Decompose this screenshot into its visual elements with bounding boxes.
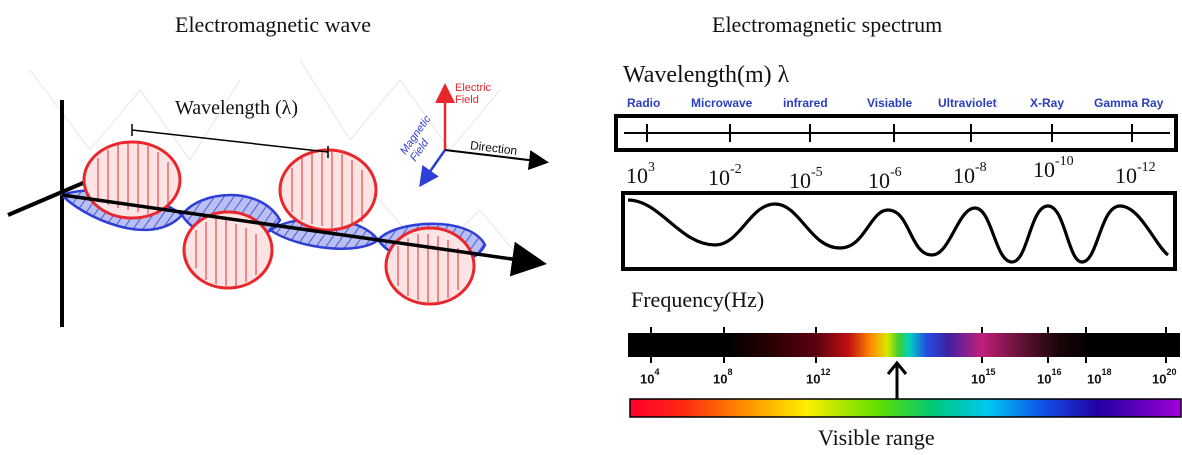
wavelength-bracket — [131, 124, 329, 158]
wavelength-label: Wavelength (λ) — [175, 97, 299, 119]
visible-pointer-arrow — [886, 360, 908, 400]
frequency-spectrum-bar — [628, 327, 1180, 363]
band-label-microwave: Microwave — [691, 96, 753, 110]
wavelength-tick-label: 10-12 — [1115, 159, 1156, 188]
em-wave-diagram — [7, 59, 549, 327]
band-label-radio: Radio — [627, 96, 661, 110]
em-wave-title: Electromagnetic wave — [175, 12, 372, 37]
wavelength-tick-label: 10-6 — [868, 164, 902, 193]
wavelength-tick-label: 10-8 — [953, 159, 987, 188]
frequency-heading: Frequency(Hz) — [631, 287, 765, 312]
wavelength-wave-graphic — [621, 191, 1177, 271]
band-label-xray: X-Ray — [1030, 96, 1065, 110]
frequency-tick-label: 1020 — [1152, 367, 1177, 387]
wavelength-tick-label: 10-10 — [1033, 153, 1074, 182]
band-label-gamma: Gamma Ray — [1094, 96, 1164, 110]
frequency-tick-label: 1018 — [1087, 367, 1112, 387]
em-spectrum-title: Electromagnetic spectrum — [712, 12, 943, 37]
frequency-tick-label: 1012 — [806, 367, 831, 387]
visible-range-label: Visible range — [818, 425, 935, 450]
propagation-axis — [61, 193, 547, 277]
magnetic-field-arrow — [419, 149, 447, 188]
electric-field-label: Electric Field — [455, 82, 492, 106]
frequency-tick-label: 1016 — [1037, 367, 1062, 387]
frequency-tick-label: 1015 — [971, 367, 996, 387]
wavelength-heading: Wavelength(m) λ — [623, 62, 790, 88]
wavelength-tick-label: 103 — [626, 159, 655, 188]
wavelength-tick-label: 10-5 — [789, 164, 823, 193]
band-label-ultraviolet: Ultraviolet — [938, 96, 997, 110]
wavelength-ruler — [614, 114, 1178, 152]
visible-range-bar — [629, 398, 1182, 418]
band-label-visiable: Visiable — [867, 96, 913, 110]
wavelength-tick-label: 10-2 — [708, 161, 742, 190]
frequency-tick-label: 108 — [713, 367, 733, 387]
wave-curve — [627, 198, 1170, 264]
direction-arrow — [444, 149, 549, 171]
band-label-infrared: infrared — [783, 96, 828, 110]
frequency-tick-label: 104 — [640, 367, 660, 387]
